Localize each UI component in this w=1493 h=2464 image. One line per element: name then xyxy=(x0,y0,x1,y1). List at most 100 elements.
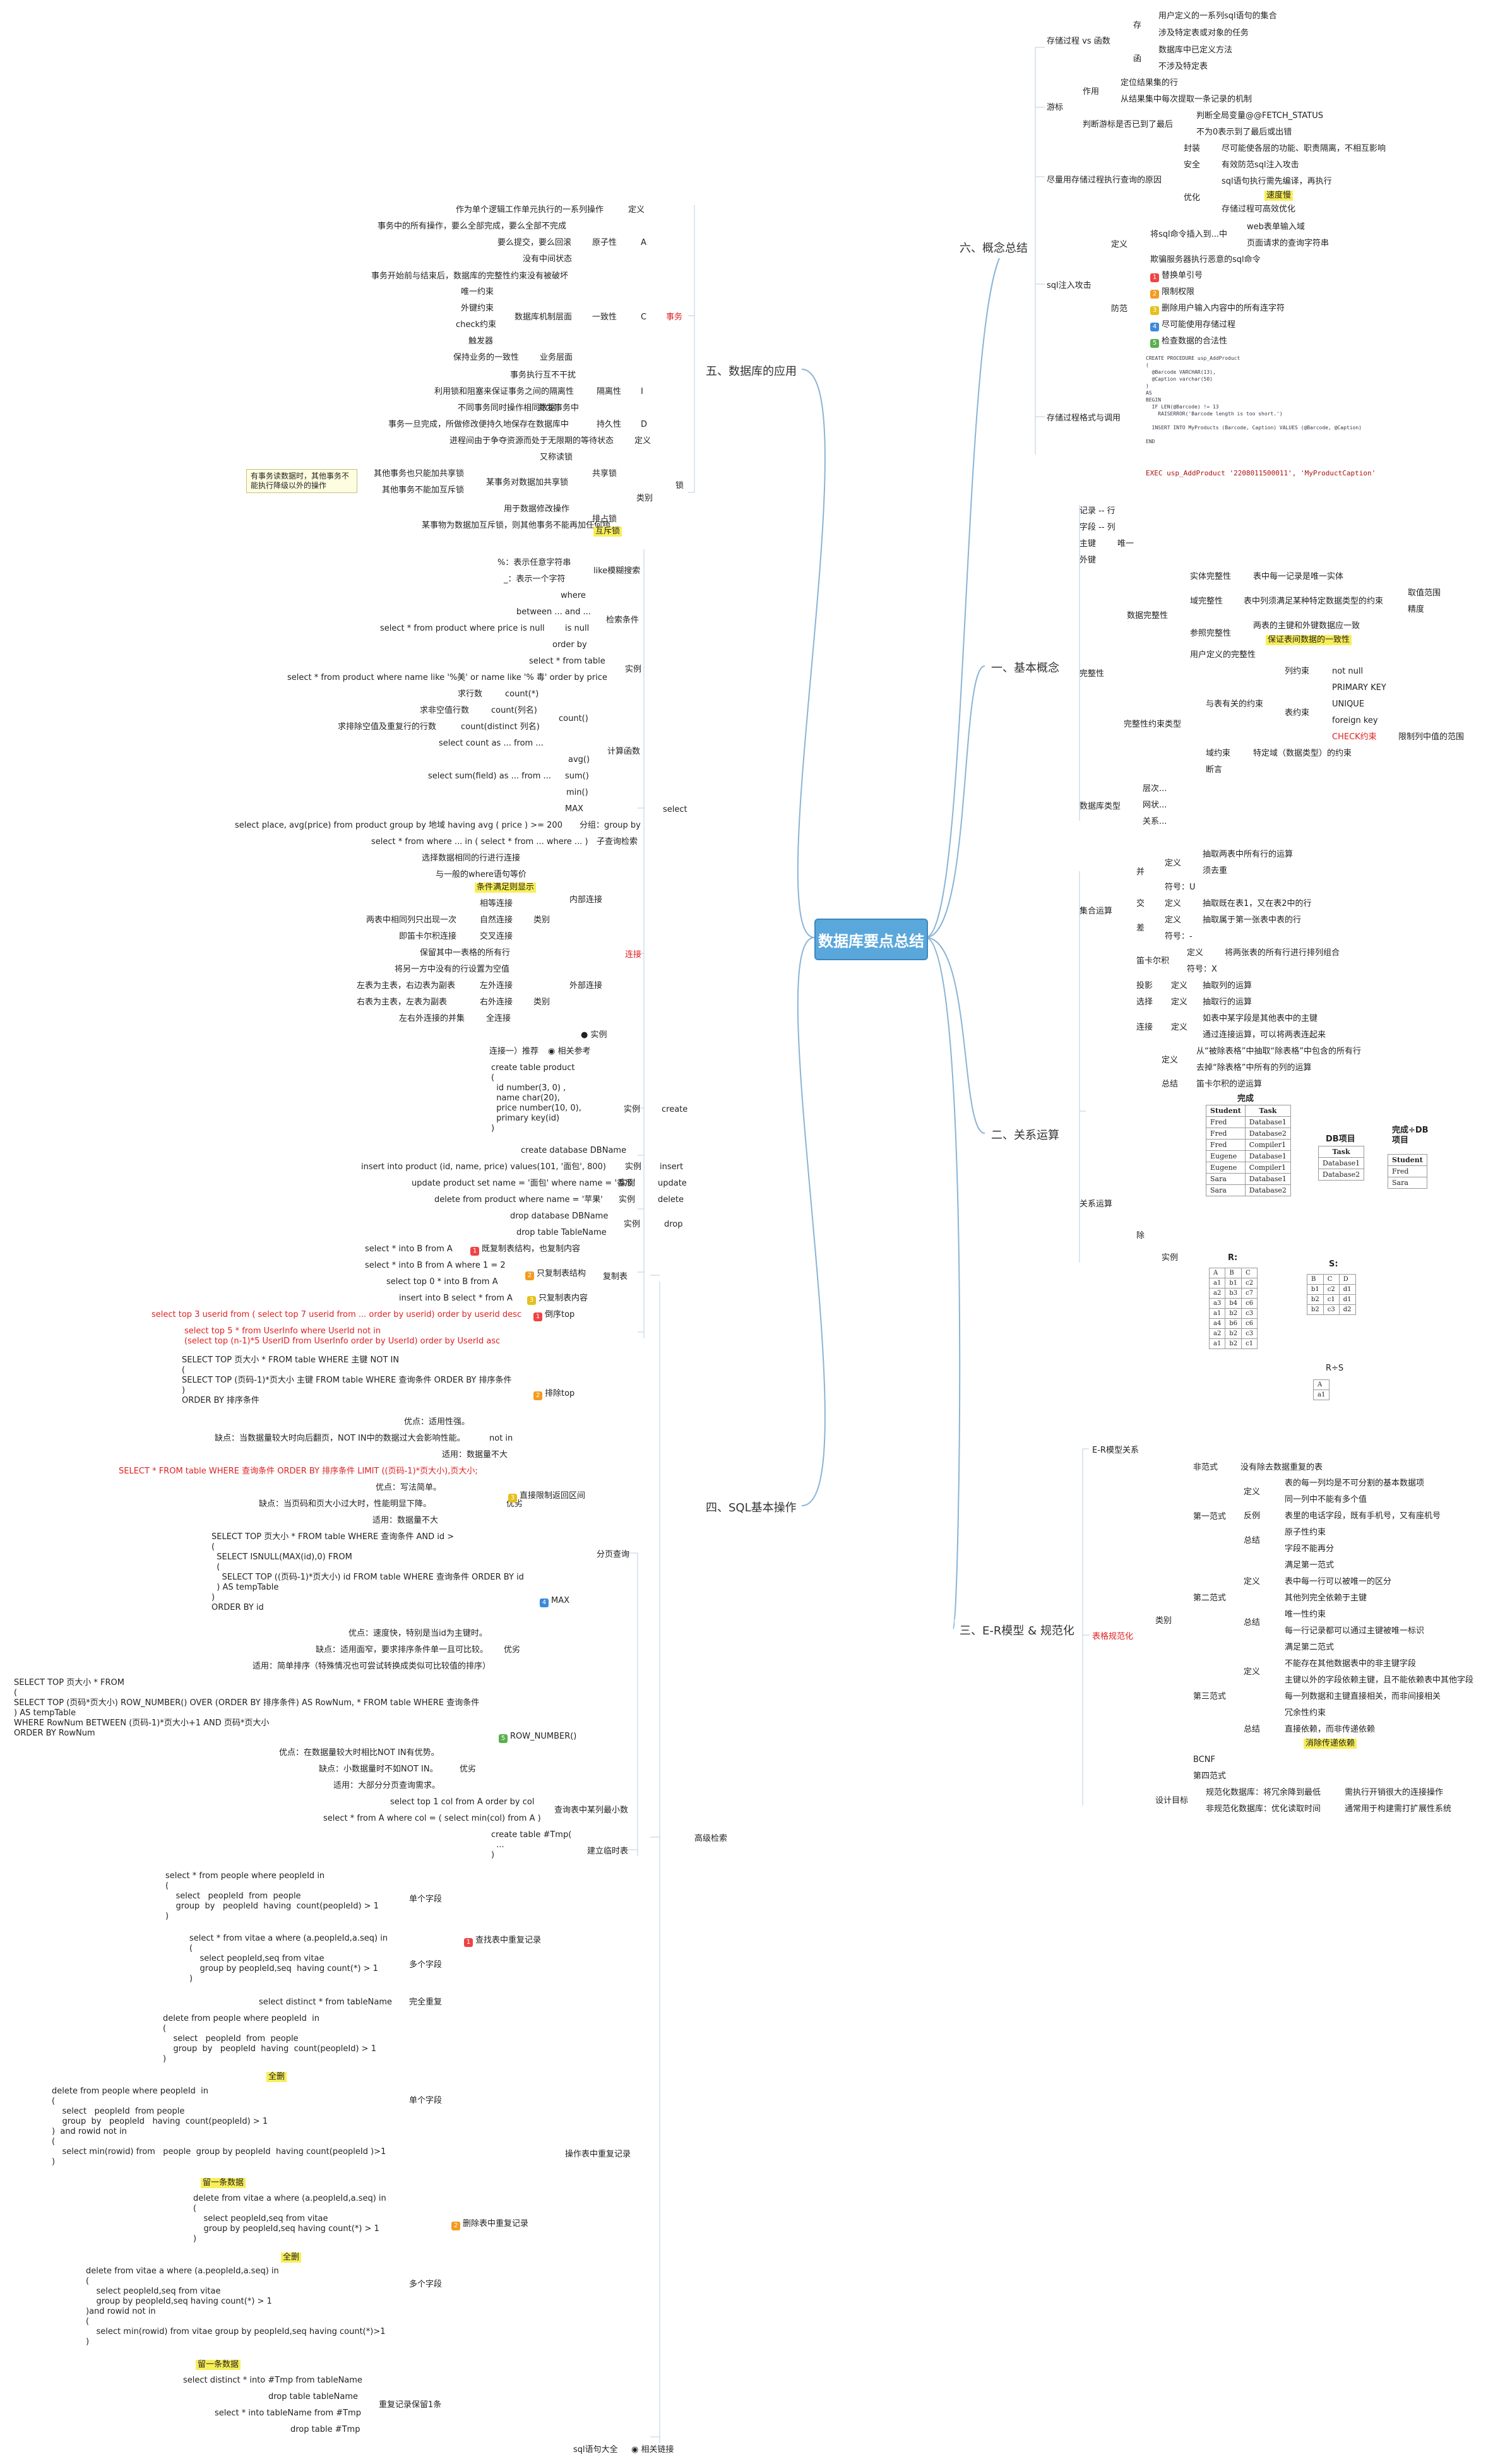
node-why-proc[interactable]: 尽量用存储过程执行查询的原因 xyxy=(1047,176,1162,185)
node-lyt: 留一条数据 xyxy=(201,2178,246,2188)
node-ou3: 左外连接 xyxy=(480,981,513,991)
node-yh1: sql语句执行需先编译，再执行 xyxy=(1222,177,1332,186)
branch-relational[interactable]: 二、关系运算 xyxy=(986,1124,1064,1145)
node-c2: 从结果集中每次提取一条记录的机制 xyxy=(1121,95,1252,104)
node-g2: 非规范化数据库：优化读取时间 xyxy=(1206,1804,1321,1814)
node-fd1: select * from people where peopleId in (… xyxy=(165,1871,379,1921)
node-sqlall[interactable]: sql语句大全 xyxy=(573,2445,618,2455)
priority-2-icon: 2 xyxy=(533,1391,542,1400)
node-inject[interactable]: sql注入攻击 xyxy=(1047,281,1091,290)
node-er-model[interactable]: E-R模型关系 xyxy=(1092,1446,1139,1455)
node-pt2: SELECT TOP 页大小 * FROM table WHERE 主键 NOT… xyxy=(182,1355,512,1405)
node-pt3: 优点：适用性强。 xyxy=(404,1417,470,1427)
node-in5: 自然连接 xyxy=(480,915,513,925)
node-a1: 事务中的所有操作，要么全部完成，要么全部不完成 xyxy=(378,222,567,231)
node-han: 函 xyxy=(1133,54,1142,64)
node-zt1: SELECT * FROM table WHERE 查询条件 ORDER BY … xyxy=(119,1467,478,1476)
node-k1: 将两张表的所有行进行排列组合 xyxy=(1225,948,1340,958)
node-nf2-zj: 总结 xyxy=(1244,1618,1261,1628)
node-yzx: 原子性 xyxy=(592,238,617,247)
node-d1: 域完整性 xyxy=(1190,597,1223,606)
node-dt2: 网状... xyxy=(1143,801,1167,810)
node-subq1: select * from where ... in ( select * fr… xyxy=(371,837,588,847)
node-dikaer-dy: 定义 xyxy=(1187,948,1204,958)
branch-sql-basic[interactable]: 四、SQL基本操作 xyxy=(701,1496,802,1518)
node-c1: 定位结果集的行 xyxy=(1121,78,1179,88)
node-update[interactable]: update xyxy=(658,1179,687,1188)
node-proc-vs-func[interactable]: 存储过程 vs 函数 xyxy=(1047,37,1110,46)
node-d2: 符号：- xyxy=(1165,932,1193,941)
branch-db-app[interactable]: 五、数据库的应用 xyxy=(701,360,802,381)
node-norm[interactable]: 表格规范化 xyxy=(1092,1632,1134,1641)
node-i1: 将sql命令插入到...中 xyxy=(1150,230,1228,239)
node-relop[interactable]: 关系运算 xyxy=(1080,1199,1113,1209)
node-proc-call[interactable]: 存储过程格式与调用 xyxy=(1047,414,1121,423)
priority-1-icon: 1 xyxy=(533,1312,542,1321)
node-c1c: check约束 xyxy=(456,320,497,330)
node-lock[interactable]: 锁 xyxy=(675,481,684,491)
node-ck: CHECK约束 xyxy=(1332,732,1377,742)
node-like2: _：表示一个字符 xyxy=(504,574,566,584)
node-rn1: SELECT TOP 页大小 * FROM ( SELECT TOP (页码*页… xyxy=(14,1678,480,1738)
node-insert[interactable]: insert xyxy=(660,1162,684,1172)
node-a1: 记录 -- 行 xyxy=(1080,506,1115,516)
node-group: 分组：group by xyxy=(580,821,641,830)
node-cursor[interactable]: 游标 xyxy=(1047,103,1064,112)
branch-er-model[interactable]: 三、E-R模型 & 规范化 xyxy=(955,1619,1080,1641)
priority-2-icon: 2 xyxy=(451,2222,460,2230)
node-n37: 消除传递依赖 xyxy=(1304,1739,1357,1749)
node-tx[interactable]: 事务 xyxy=(666,312,683,322)
node-i1: 事务执行互不干扰 xyxy=(510,371,576,380)
node-joinref[interactable]: ◉ 相关参考 xyxy=(548,1047,591,1056)
node-delete[interactable]: delete xyxy=(658,1195,684,1205)
node-integrity[interactable]: 完整性 xyxy=(1080,669,1105,679)
node-drop[interactable]: drop xyxy=(664,1220,683,1229)
node-ct2: create database DBName xyxy=(521,1146,627,1155)
priority-3-icon: 3 xyxy=(527,1296,536,1305)
node-mq2: select * from A where col = ( select min… xyxy=(323,1814,541,1823)
node-sqlref[interactable]: ◉ 相关链接 xyxy=(631,2445,674,2455)
node-select[interactable]: select xyxy=(663,805,687,814)
node-ou4: 右外连接 xyxy=(480,997,513,1007)
node-pt3: 互斥锁 xyxy=(593,527,622,537)
node-fd-multi: 多个字段 xyxy=(409,1960,443,1970)
root-topic[interactable]: 数据库要点总结 xyxy=(814,919,928,960)
node-cnt4: select count as ... from ... xyxy=(439,739,544,748)
node-chu-sl: 实例 xyxy=(1162,1253,1179,1263)
node-a2: 字段 -- 列 xyxy=(1080,523,1115,532)
node-inner-lb: 类别 xyxy=(533,915,550,925)
node-mx-yd: 优劣 xyxy=(504,1645,521,1655)
node-create[interactable]: create xyxy=(662,1105,688,1114)
node-fd3: select distinct * from tableName xyxy=(259,1997,393,2007)
node-c2: 去掉“除表格”中所有的列的运算 xyxy=(1196,1063,1312,1073)
node-page: 分页查询 xyxy=(597,1550,630,1559)
branch-basics[interactable]: 一、基本概念 xyxy=(986,657,1064,678)
node-glx: 隔离性 xyxy=(597,387,622,396)
node-nf4: 第四范式 xyxy=(1193,1771,1227,1781)
node-joinimg[interactable]: 连接一）推荐 xyxy=(489,1047,539,1056)
node-lj1: 如表中某字段是其他表中的主键 xyxy=(1203,1014,1318,1023)
node-pt4: 缺点：当数据量较大时向后翻页，NOT IN中的数据过大会影响性能。 xyxy=(215,1434,465,1443)
node-tx-dy: 定义 xyxy=(628,205,645,215)
node-outer: 外部连接 xyxy=(569,981,603,991)
node-cha: 差 xyxy=(1136,924,1145,933)
node-c: C xyxy=(641,312,647,322)
node-setop[interactable]: 集合运算 xyxy=(1080,907,1113,916)
node-j2: 不为0表示到了最后或出错 xyxy=(1196,128,1292,137)
table-division-result: Student Fred Sara xyxy=(1388,1154,1427,1189)
node-d1: 作为单个逻辑工作单元执行的一系列操作 xyxy=(456,205,604,215)
node-sl1: select * from table xyxy=(529,657,605,666)
node-lj2: 通过连接运算，可以将两表连起来 xyxy=(1203,1030,1326,1040)
node-cjx: 持久性 xyxy=(597,420,622,429)
node-avg: avg() xyxy=(568,755,590,765)
node-nf3: 第三范式 xyxy=(1193,1692,1227,1701)
node-nf2: 第二范式 xyxy=(1193,1593,1227,1603)
node-notnull: not null xyxy=(1332,667,1364,676)
branch-concepts[interactable]: 六、概念总结 xyxy=(955,237,1033,258)
node-adv[interactable]: 高级检索 xyxy=(694,1834,728,1843)
node-k2: 符号：X xyxy=(1187,965,1217,974)
node-dbtype[interactable]: 数据库类型 xyxy=(1080,802,1121,811)
